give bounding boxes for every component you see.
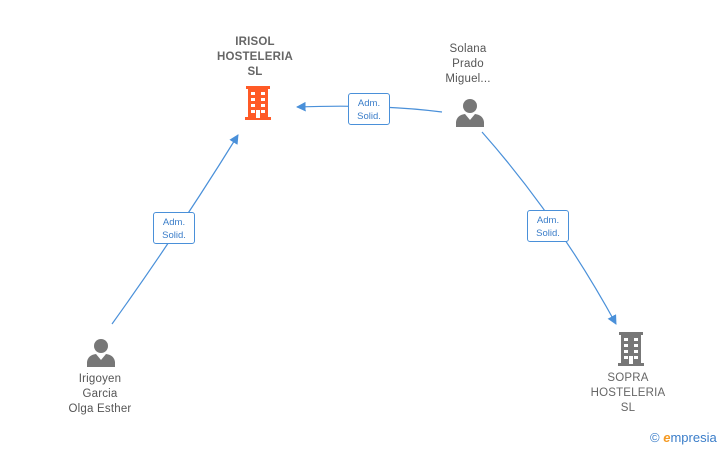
- edge-badge-line: Adm.: [357, 98, 381, 109]
- building-icon[interactable]: [616, 332, 646, 366]
- edge-badge-line: Adm.: [536, 215, 560, 226]
- label-line: Solana: [449, 43, 487, 55]
- brand-watermark: © empresia: [650, 430, 717, 445]
- edge-badge-line: Adm.: [162, 217, 186, 228]
- solana-label[interactable]: Solana Prado Miguel...: [428, 42, 508, 87]
- irisol-label[interactable]: IRISOL HOSTELERIA SL: [205, 35, 305, 80]
- person-icon[interactable]: [455, 98, 485, 128]
- edge-badge-solana-sopra: Adm. Solid.: [527, 210, 569, 242]
- building-icon[interactable]: [243, 86, 273, 120]
- label-line: IRISOL: [235, 36, 275, 48]
- irigoyen-label[interactable]: Irigoyen Garcia Olga Esther: [54, 372, 146, 417]
- label-line: HOSTELERIA: [590, 387, 666, 399]
- label-line: SOPRA: [607, 372, 649, 384]
- edge-badge-line: Solid.: [162, 230, 186, 241]
- copyright-icon: ©: [650, 430, 660, 445]
- edge-badge-line: Solid.: [357, 111, 381, 122]
- label-line: Prado: [452, 58, 484, 70]
- sopra-label[interactable]: SOPRA HOSTELERIA SL: [578, 371, 678, 416]
- edge-badge-solana-irisol: Adm. Solid.: [348, 93, 390, 125]
- label-line: SL: [620, 402, 636, 414]
- edge-badge-irigoyen-irisol: Adm. Solid.: [153, 212, 195, 244]
- label-line: Irigoyen: [78, 373, 122, 385]
- brand-logo-text: mpresia: [670, 430, 717, 445]
- label-line: HOSTELERIA: [216, 51, 294, 63]
- label-line: Garcia: [82, 388, 118, 400]
- label-line: Miguel...: [445, 73, 491, 85]
- brand-logo-letter: e: [663, 430, 671, 445]
- label-line: Olga Esther: [68, 403, 132, 415]
- person-icon[interactable]: [86, 338, 116, 368]
- label-line: SL: [247, 66, 263, 78]
- edge-badge-line: Solid.: [536, 228, 560, 239]
